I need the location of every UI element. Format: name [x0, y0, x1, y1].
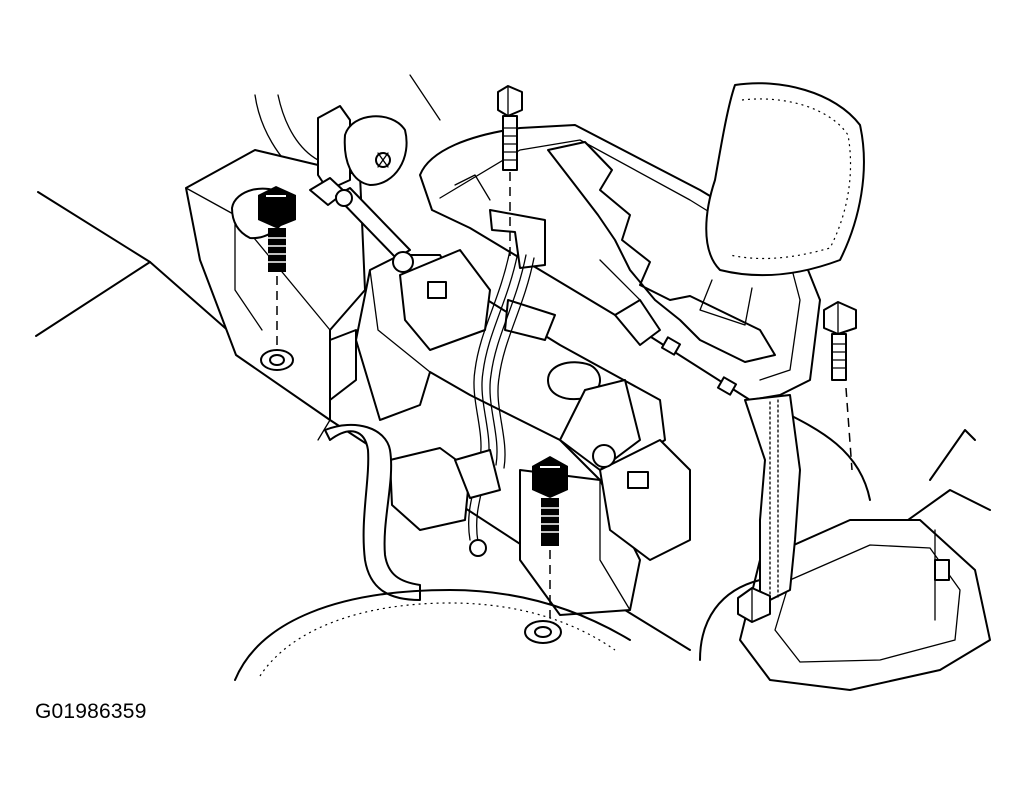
bolt-right-lower: [737, 587, 771, 623]
bolt-bottom-center: [524, 456, 568, 644]
shift-detent-strip: [744, 394, 801, 606]
shift-lever-boot: [699, 82, 865, 326]
gate-plate: [419, 124, 821, 401]
shifter-assembly-diagram: [35, 74, 991, 691]
bolt-right: [823, 301, 857, 471]
bolt-top-left: [258, 186, 296, 371]
figure-id-label: G01986359: [35, 700, 147, 723]
wiring-harness: [389, 249, 535, 557]
hose: [324, 423, 421, 601]
cable-bracket-knob: [317, 105, 408, 191]
shifter-mechanism: [392, 174, 691, 561]
shift-cable: [309, 177, 411, 259]
right-console-frame: [699, 409, 991, 691]
bolt-top-center: [497, 85, 523, 260]
lower-bowl: [234, 589, 631, 681]
